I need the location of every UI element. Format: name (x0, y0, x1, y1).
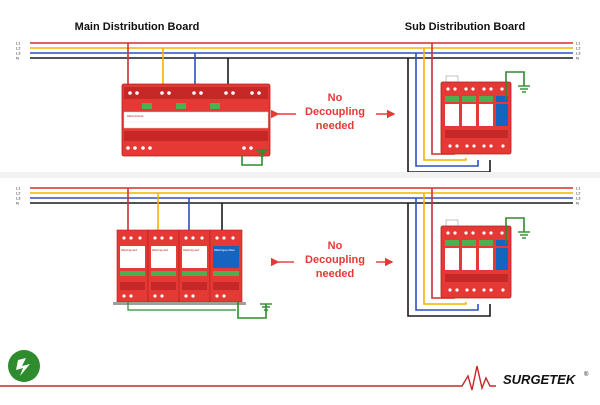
bottom-bus-labels-right: L1 L2 L3 N (576, 186, 581, 206)
note-line-2: Decoupling (305, 254, 365, 266)
bus-label: N (576, 201, 579, 206)
module-label: DEHNguard (121, 248, 138, 252)
spd-module: DEHNguard (116, 229, 149, 303)
ground-icon (518, 85, 530, 93)
bottom-main-drops (127, 188, 223, 232)
bottom-bus-labels-left: L1 L2 L3 N (16, 186, 21, 206)
bus-label: L3 (16, 51, 21, 56)
footer: SURGETEK ® (0, 350, 589, 391)
ground-icon (518, 231, 530, 239)
bus-label: L3 (576, 196, 581, 201)
module-label: DEHNguard (183, 248, 200, 252)
bus-label: L2 (16, 191, 21, 196)
ground-icon (256, 149, 268, 157)
ground-icon (260, 303, 272, 311)
bottom-sub-wiring (407, 188, 491, 317)
bus-label: N (16, 201, 19, 206)
note-line-1: No (328, 240, 343, 252)
spd-module: DEHNguard (178, 229, 211, 303)
bottom-sub-ground (505, 217, 530, 244)
panel-divider (0, 172, 600, 178)
bus-label: L1 (16, 41, 21, 46)
bus-label: L3 (16, 196, 21, 201)
top-bus-labels-left: L1 L2 L3 N (16, 41, 21, 61)
brand-name: SURGETEK (503, 372, 577, 387)
top-busbars (30, 42, 573, 59)
bus-label: N (576, 56, 579, 61)
device-label: DEHNshield (127, 114, 144, 118)
bus-label: L1 (576, 41, 581, 46)
top-bus-labels-right: L1 L2 L3 N (576, 41, 581, 61)
din-rail (113, 302, 246, 305)
brand-registered-mark: ® (584, 371, 589, 378)
top-main-ground (241, 149, 268, 166)
spd-module-row: DEHNguard DEHNguard DEHNguard (113, 229, 246, 305)
spd-module-gap: DEHNgap Maxi (209, 229, 243, 303)
top-main-drops (127, 43, 229, 86)
bottom-main-ground (127, 302, 272, 319)
sub-spd-device-top (440, 75, 512, 155)
bottom-note: No Decoupling needed (271, 240, 394, 280)
combined-spd-device: DEHNshield (121, 83, 271, 157)
note-line-3: needed (316, 268, 355, 280)
bus-label: L1 (16, 186, 21, 191)
heading-main-board: Main Distribution Board (75, 21, 200, 33)
bus-label: L2 (576, 46, 581, 51)
note-line-2: Decoupling (305, 106, 365, 118)
heading-sub-board: Sub Distribution Board (405, 21, 525, 33)
bus-label: L2 (16, 46, 21, 51)
bus-label: N (16, 56, 19, 61)
note-line-3: needed (316, 120, 355, 132)
lightning-spike-icon (0, 365, 496, 391)
bottom-busbars (30, 187, 573, 204)
bus-label: L3 (576, 51, 581, 56)
note-line-1: No (328, 92, 343, 104)
logo-badge-icon (8, 350, 40, 382)
sub-spd-device-bottom (440, 219, 512, 299)
bus-label: L1 (576, 186, 581, 191)
bus-label: L2 (576, 191, 581, 196)
module-label: DEHNguard (152, 248, 169, 252)
module-label: DEHNgap Maxi (214, 248, 235, 252)
top-sub-ground (505, 71, 530, 100)
top-note: No Decoupling needed (271, 92, 396, 132)
spd-module: DEHNguard (147, 229, 180, 303)
